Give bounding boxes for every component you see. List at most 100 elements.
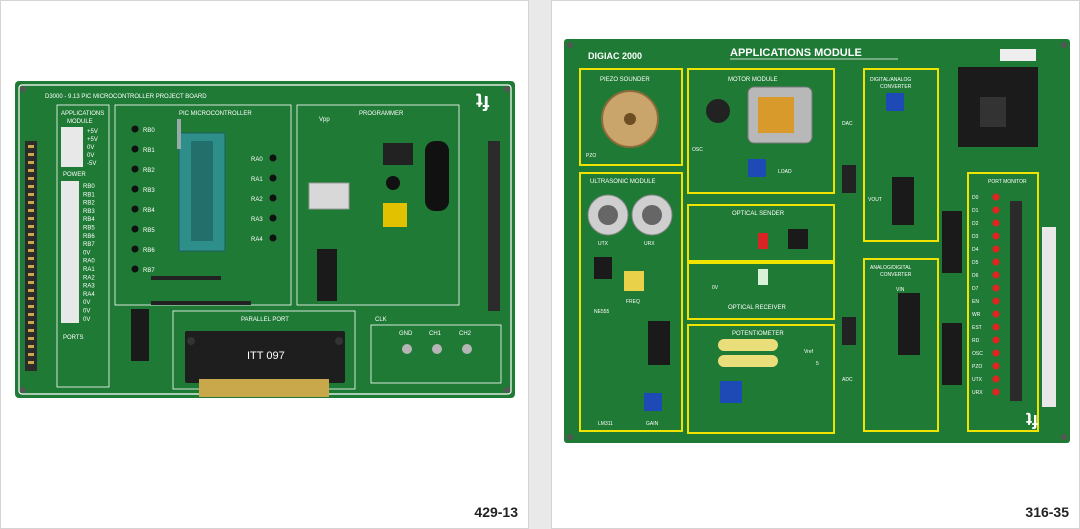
brand-label: DIGIAC 2000 <box>588 51 642 61</box>
rb-terminal <box>131 185 139 193</box>
parallel-port-label: PARALLEL PORT <box>241 317 289 323</box>
svg-text:URX: URX <box>644 241 655 247</box>
edge-pin <box>28 217 34 220</box>
adc-label: ANALOG/DIGITAL <box>870 265 912 271</box>
ra-terminal <box>269 214 277 222</box>
ra-terminal <box>269 234 277 242</box>
monitor-label: D5 <box>972 260 979 266</box>
monitor-label: D1 <box>972 208 979 214</box>
monitor-label: D0 <box>972 195 979 201</box>
ultrasonic-label: ULTRASONIC MODULE <box>590 179 656 185</box>
logo-icon: ʇɟ <box>1026 409 1038 429</box>
power-rail-label: 0V <box>87 153 94 159</box>
port-label: 0V <box>83 309 90 315</box>
monitor-led <box>992 206 1000 214</box>
monitor-led <box>992 310 1000 318</box>
edge-pin <box>28 305 34 308</box>
port-label: RB3 <box>83 209 95 215</box>
pic-microcontroller-board-photo: D3000 - 9.13 PIC MICROCONTROLLER PROJECT… <box>15 81 515 398</box>
optical-sender-label: OPTICAL SENDER <box>732 211 785 217</box>
monitor-led <box>992 336 1000 344</box>
ra-terminal <box>269 154 277 162</box>
ra-pin-label: RA0 <box>251 157 263 163</box>
applications-module-board-photo: DIGIAC 2000 APPLICATIONS MODULE PIEZO SO… <box>564 39 1070 443</box>
dac-label: DIGITAL/ANALOG <box>870 77 911 83</box>
rb-pin-label: RB7 <box>143 268 155 274</box>
svg-text:CONVERTER: CONVERTER <box>880 84 912 90</box>
potentiometer-label: POTENTIOMETER <box>732 331 784 337</box>
scope-terminal-label: CH2 <box>459 331 472 337</box>
rb-terminal <box>131 125 139 133</box>
power-rail-label: 0V <box>87 145 94 151</box>
svg-text:5: 5 <box>816 361 819 367</box>
load-pot <box>748 159 766 177</box>
edge-pin <box>28 321 34 324</box>
ra-pin-label: RA1 <box>251 177 263 183</box>
svg-text:CONVERTER: CONVERTER <box>880 272 912 278</box>
svg-text:0V: 0V <box>712 285 719 291</box>
power-rail-label: -5V <box>87 161 96 167</box>
receiver-led <box>758 269 768 285</box>
monitor-led <box>992 219 1000 227</box>
edge-pin <box>28 177 34 180</box>
edge-pin <box>28 329 34 332</box>
port-label: RA2 <box>83 275 95 281</box>
monitor-label: EN <box>972 299 979 305</box>
sender-ic <box>788 229 808 249</box>
edge-pin <box>28 225 34 228</box>
vpp-label: Vpp <box>319 117 330 123</box>
applications-label: APPLICATIONS <box>61 111 104 117</box>
rb-terminal <box>131 145 139 153</box>
port-label: RB4 <box>83 217 95 223</box>
svg-text:PZO: PZO <box>586 153 596 159</box>
transistor <box>386 176 400 190</box>
rb-pin-label: RB0 <box>143 128 155 134</box>
port-label: RA1 <box>83 267 95 273</box>
edge-pin <box>28 313 34 316</box>
potentiometer-knob <box>720 381 742 403</box>
edge-pin <box>28 265 34 268</box>
svg-text:UTX: UTX <box>598 241 609 247</box>
power-rail-label: +5V <box>87 137 98 143</box>
optical-receiver-label: OPTICAL RECEIVER <box>728 305 786 311</box>
piezo-label: PIEZO SOUNDER <box>600 77 650 83</box>
dac-switch <box>842 165 856 193</box>
monitor-label: EST <box>972 325 982 331</box>
monitor-led <box>992 193 1000 201</box>
ports-label: PORTS <box>63 335 84 341</box>
rb-pin-label: RB1 <box>143 148 155 154</box>
parallel-port-connector <box>185 331 345 383</box>
monitor-led <box>992 284 1000 292</box>
scope-terminal-label: CH1 <box>429 331 442 337</box>
dip-ic <box>317 249 337 301</box>
ne555-ic <box>594 257 612 279</box>
monitor-label: RD <box>972 338 980 344</box>
monitor-label: D3 <box>972 234 979 240</box>
port-monitor-header <box>1010 201 1022 401</box>
scope-terminal-label: GND <box>399 331 413 337</box>
edge-pin <box>28 241 34 244</box>
svg-text:ADC: ADC <box>842 377 853 383</box>
programmer-label: PROGRAMMER <box>359 111 404 117</box>
monitor-label: D2 <box>972 221 979 227</box>
trimmer-pot <box>383 203 407 227</box>
edge-pin <box>28 273 34 276</box>
port-label: RB0 <box>83 184 95 190</box>
port-label: RB5 <box>83 226 95 232</box>
edge-pin <box>28 233 34 236</box>
product-card-left[interactable]: D3000 - 9.13 PIC MICROCONTROLLER PROJECT… <box>0 0 529 529</box>
monitor-led <box>992 349 1000 357</box>
edge-pin <box>28 345 34 348</box>
rb-pin-label: RB5 <box>143 228 155 234</box>
product-card-right[interactable]: DIGIAC 2000 APPLICATIONS MODULE PIEZO SO… <box>551 0 1080 529</box>
svg-text:VOUT: VOUT <box>868 197 882 203</box>
ra-terminal <box>269 174 277 182</box>
logo-icon: ʇɟ <box>476 90 490 112</box>
monitor-label: OSC <box>972 351 983 357</box>
svg-text:FREQ: FREQ <box>626 299 640 305</box>
port-label: RB2 <box>83 201 95 207</box>
port-label: RA0 <box>83 259 95 265</box>
left-edge-connector <box>25 141 37 371</box>
edge-pin <box>28 185 34 188</box>
rb-pin-label: RB4 <box>143 208 155 214</box>
